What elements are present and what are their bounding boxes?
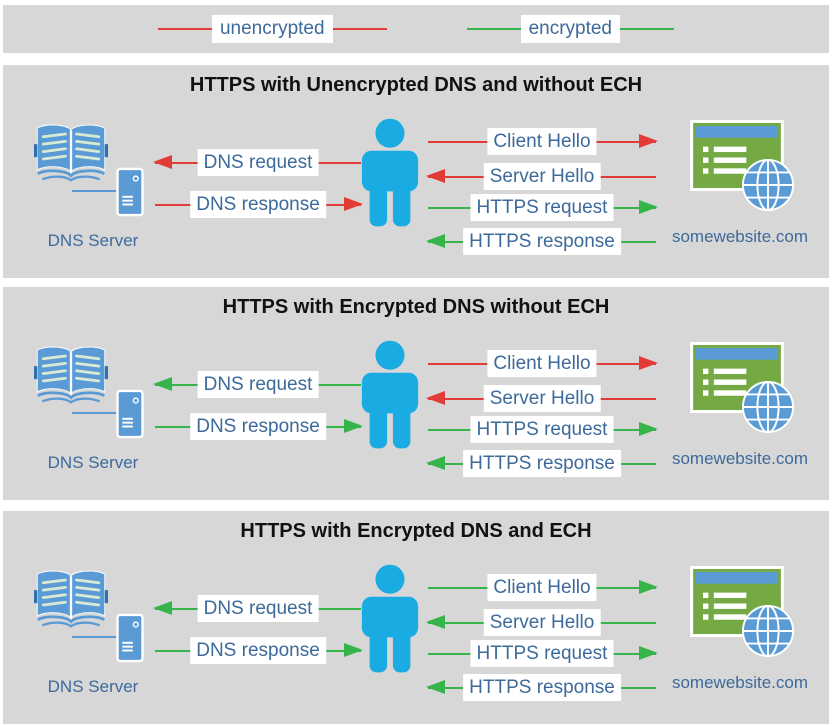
- website-label: somewebsite.com: [671, 449, 809, 468]
- arrow-label: Client Hello: [487, 574, 597, 601]
- legend-line-left: [466, 28, 521, 30]
- https-response-arrow: HTTPS response: [426, 673, 658, 703]
- arrow-label: DNS response: [190, 191, 326, 218]
- legend-line-right: [332, 28, 387, 30]
- panel-encrypted-dns-no-ech: HTTPS with Encrypted DNS without ECH DNS…: [3, 287, 829, 500]
- globe-icon: [741, 158, 795, 212]
- arrow-label: DNS request: [197, 371, 319, 398]
- legend-bar: unencrypted encrypted: [3, 5, 829, 53]
- arrow-label: DNS request: [197, 595, 319, 622]
- arrow-label: DNS response: [190, 637, 326, 664]
- server-hello-arrow: Server Hello: [426, 384, 658, 414]
- arrow-label: Client Hello: [487, 350, 597, 377]
- client-hello-arrow: Client Hello: [426, 573, 658, 603]
- panel-encrypted-dns-and-ech: HTTPS with Encrypted DNS and ECH DNS Ser…: [3, 511, 829, 724]
- dns-server-label: DNS Server: [47, 231, 139, 250]
- legend-item-encrypted: encrypted: [466, 15, 675, 43]
- legend-label: encrypted: [520, 15, 621, 43]
- arrow-label: Server Hello: [483, 609, 601, 636]
- client-hello-arrow: Client Hello: [426, 349, 658, 379]
- https-request-arrow: HTTPS request: [426, 415, 658, 445]
- dns-request-arrow: DNS request: [153, 370, 363, 400]
- server-hello-arrow: Server Hello: [426, 608, 658, 638]
- dns-response-arrow: DNS response: [153, 190, 363, 220]
- server-tower-icon: [116, 613, 144, 663]
- website-group: somewebsite.com: [672, 120, 808, 250]
- server-hello-arrow: Server Hello: [426, 162, 658, 192]
- server-tower-icon: [116, 167, 144, 217]
- arrow-label: Server Hello: [483, 385, 601, 412]
- dns-server-label: DNS Server: [47, 453, 139, 472]
- website-label: somewebsite.com: [671, 673, 809, 692]
- arrow-label: HTTPS request: [470, 416, 614, 443]
- server-tower-icon: [116, 389, 144, 439]
- open-book-icon: [34, 124, 108, 182]
- arrow-label: DNS request: [197, 149, 319, 176]
- client-hello-arrow: Client Hello: [426, 127, 658, 157]
- arrow-label: HTTPS request: [470, 640, 614, 667]
- globe-icon: [741, 604, 795, 658]
- dns-server-label: DNS Server: [47, 677, 139, 696]
- book-server-connector-line: [72, 412, 116, 414]
- website-group: somewebsite.com: [672, 566, 808, 696]
- panel-title: HTTPS with Unencrypted DNS and without E…: [189, 74, 643, 96]
- https-response-arrow: HTTPS response: [426, 227, 658, 257]
- globe-icon: [741, 380, 795, 434]
- legend-line-left: [157, 28, 212, 30]
- arrow-label: HTTPS request: [470, 194, 614, 221]
- book-server-connector-line: [72, 190, 116, 192]
- person-icon: [361, 564, 419, 673]
- dns-request-arrow: DNS request: [153, 148, 363, 178]
- person-icon: [361, 340, 419, 449]
- https-request-arrow: HTTPS request: [426, 193, 658, 223]
- panel-title: HTTPS with Encrypted DNS without ECH: [222, 296, 610, 318]
- legend-label: unencrypted: [211, 15, 333, 43]
- dns-request-arrow: DNS request: [153, 594, 363, 624]
- panel-unencrypted-dns-no-ech: HTTPS with Unencrypted DNS and without E…: [3, 65, 829, 278]
- arrow-label: HTTPS response: [463, 228, 621, 255]
- panel-title: HTTPS with Encrypted DNS and ECH: [240, 520, 592, 542]
- person-icon: [361, 118, 419, 227]
- arrow-label: HTTPS response: [463, 674, 621, 701]
- legend-item-unencrypted: unencrypted: [157, 15, 387, 43]
- open-book-icon: [34, 346, 108, 404]
- https-request-arrow: HTTPS request: [426, 639, 658, 669]
- dns-response-arrow: DNS response: [153, 636, 363, 666]
- book-server-connector-line: [72, 636, 116, 638]
- website-group: somewebsite.com: [672, 342, 808, 472]
- browser-window-icon: [690, 342, 784, 413]
- website-label: somewebsite.com: [671, 227, 809, 246]
- arrow-label: HTTPS response: [463, 450, 621, 477]
- arrow-label: Client Hello: [487, 128, 597, 155]
- open-book-icon: [34, 570, 108, 628]
- arrow-label: Server Hello: [483, 163, 601, 190]
- https-response-arrow: HTTPS response: [426, 449, 658, 479]
- arrow-label: DNS response: [190, 413, 326, 440]
- legend-line-right: [620, 28, 675, 30]
- dns-response-arrow: DNS response: [153, 412, 363, 442]
